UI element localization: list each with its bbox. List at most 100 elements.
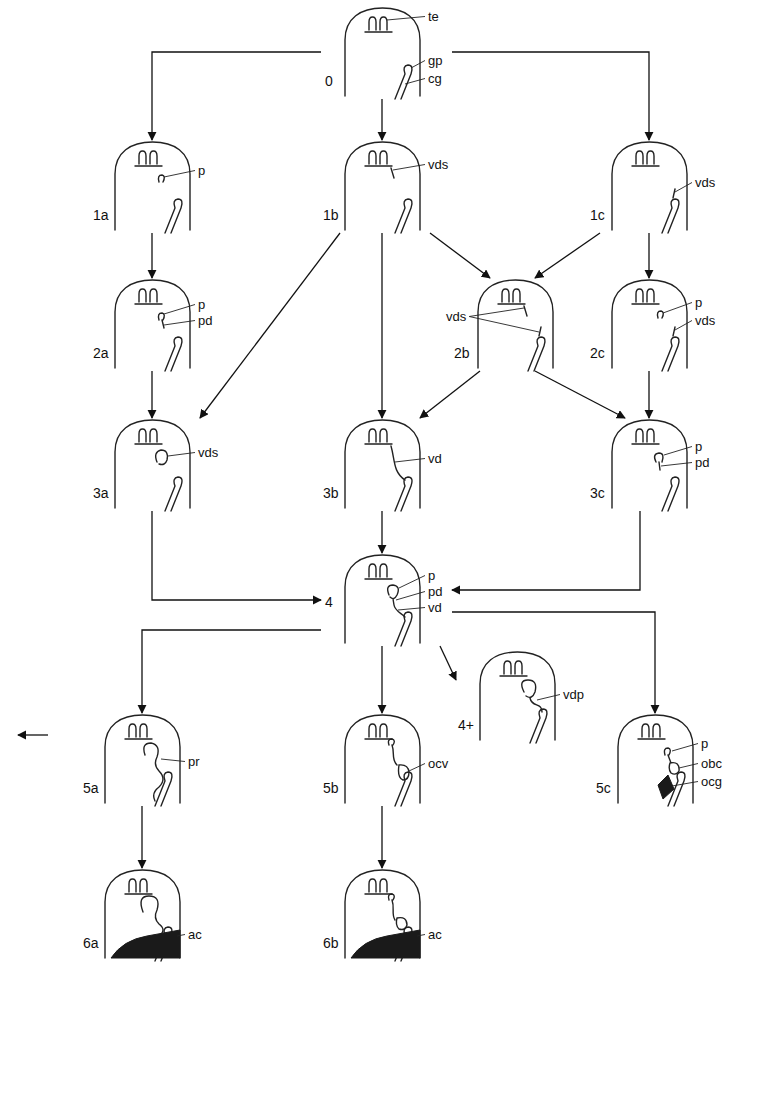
stage-figure: 2a p pd [91,278,222,371]
head-outline [345,555,420,643]
leader-line [411,61,425,69]
head-outline [478,280,553,368]
part-label: p [428,569,435,582]
head-outline [612,280,687,368]
genital-pore [395,65,412,99]
organ-sketch [388,585,405,617]
stage-arrow [430,233,490,278]
stage-number: 5c [596,781,611,795]
part-label: gp [428,54,442,67]
leader-line [675,183,692,193]
organ-sketch [657,311,675,336]
stage-number: 6a [83,936,99,950]
part-label: pd [198,314,212,327]
organ-sketch [144,743,163,801]
leader-line [409,764,425,772]
leader-line [672,744,698,752]
organ-sketch [158,313,164,328]
part-label: vds [695,314,715,327]
part-label: vdp [563,688,584,701]
part-label: p [198,164,205,177]
stage-arrow [151,371,152,418]
stage-number: 1c [590,208,605,222]
leader-line [679,764,698,769]
stage-figure: 3avds [91,418,222,511]
genital-pore [395,199,412,233]
stage-figure: 1c vds [588,140,719,233]
part-label: vds [446,310,466,323]
leader-line [405,79,425,85]
stage-figure: 1ap [91,140,222,233]
leader-line [396,592,425,601]
tentacles [632,151,659,166]
stage-arrow [381,646,382,713]
leader-line [469,317,539,333]
stage-arrow [648,233,649,278]
stage-arrow [152,52,321,140]
stage-figure: 5apr [81,713,212,806]
stage-arrow [152,511,321,600]
stage-figure: 3cppd [588,418,719,511]
part-label: ocv [428,757,448,770]
stage-number: 0 [325,74,333,88]
stage-arrow [142,630,321,713]
genital-pore [662,337,679,371]
genital-pore [662,477,679,511]
genital-pore [528,337,545,371]
part-label: p [198,298,205,311]
tentacles [365,151,392,166]
stage-arrow [452,511,640,590]
part-label: ocg [701,775,722,788]
leader-line [675,321,692,331]
tentacles [632,289,659,304]
organ-sketch [156,450,168,465]
head-outline [345,142,420,230]
stage-arrow [381,511,382,553]
figure-outline [321,553,452,646]
head-outline [480,652,555,740]
leader-line [663,303,692,314]
part-label: cg [428,72,442,85]
stage-number: 5b [323,781,339,795]
tentacles [365,17,392,32]
stage-arrow [535,233,600,278]
leader-line [417,935,425,937]
leader-line [672,782,698,787]
genital-pore [165,199,182,233]
stage-figure: 0tegpcg [321,6,452,99]
organ-sketch [664,748,679,774]
stage-number: 2a [93,346,109,360]
genital-pore [165,337,182,371]
part-label: obc [701,757,722,770]
filled-organ [658,775,674,799]
organ-sketch [388,894,407,930]
part-label: ac [428,928,442,941]
stage-number: 4+ [458,718,474,732]
stage-arrow [535,371,625,418]
stage-number: 3c [590,486,605,500]
tentacles [125,879,152,894]
stage-arrow [381,806,382,868]
figure-outline [91,418,222,511]
organ-sketch [158,175,164,182]
stage-number: 1b [323,208,339,222]
figure-outline [321,140,452,233]
stage-arrow [151,233,152,278]
tentacles [632,429,659,444]
genital-pore [395,772,412,806]
stage-arrow [381,99,382,140]
tentacles [498,289,525,304]
tentacles [135,151,162,166]
stage-figure: 1bvds [321,140,452,233]
head-outline [612,142,687,230]
leader-line [164,321,195,326]
stage-arrow [452,612,655,713]
stage-number: 2b [454,346,470,360]
part-label: vds [695,176,715,189]
part-label: pd [428,585,442,598]
stage-figure: 6bac [321,868,452,961]
genital-pore [165,477,182,511]
stage-figure: 3bvd [321,418,452,511]
